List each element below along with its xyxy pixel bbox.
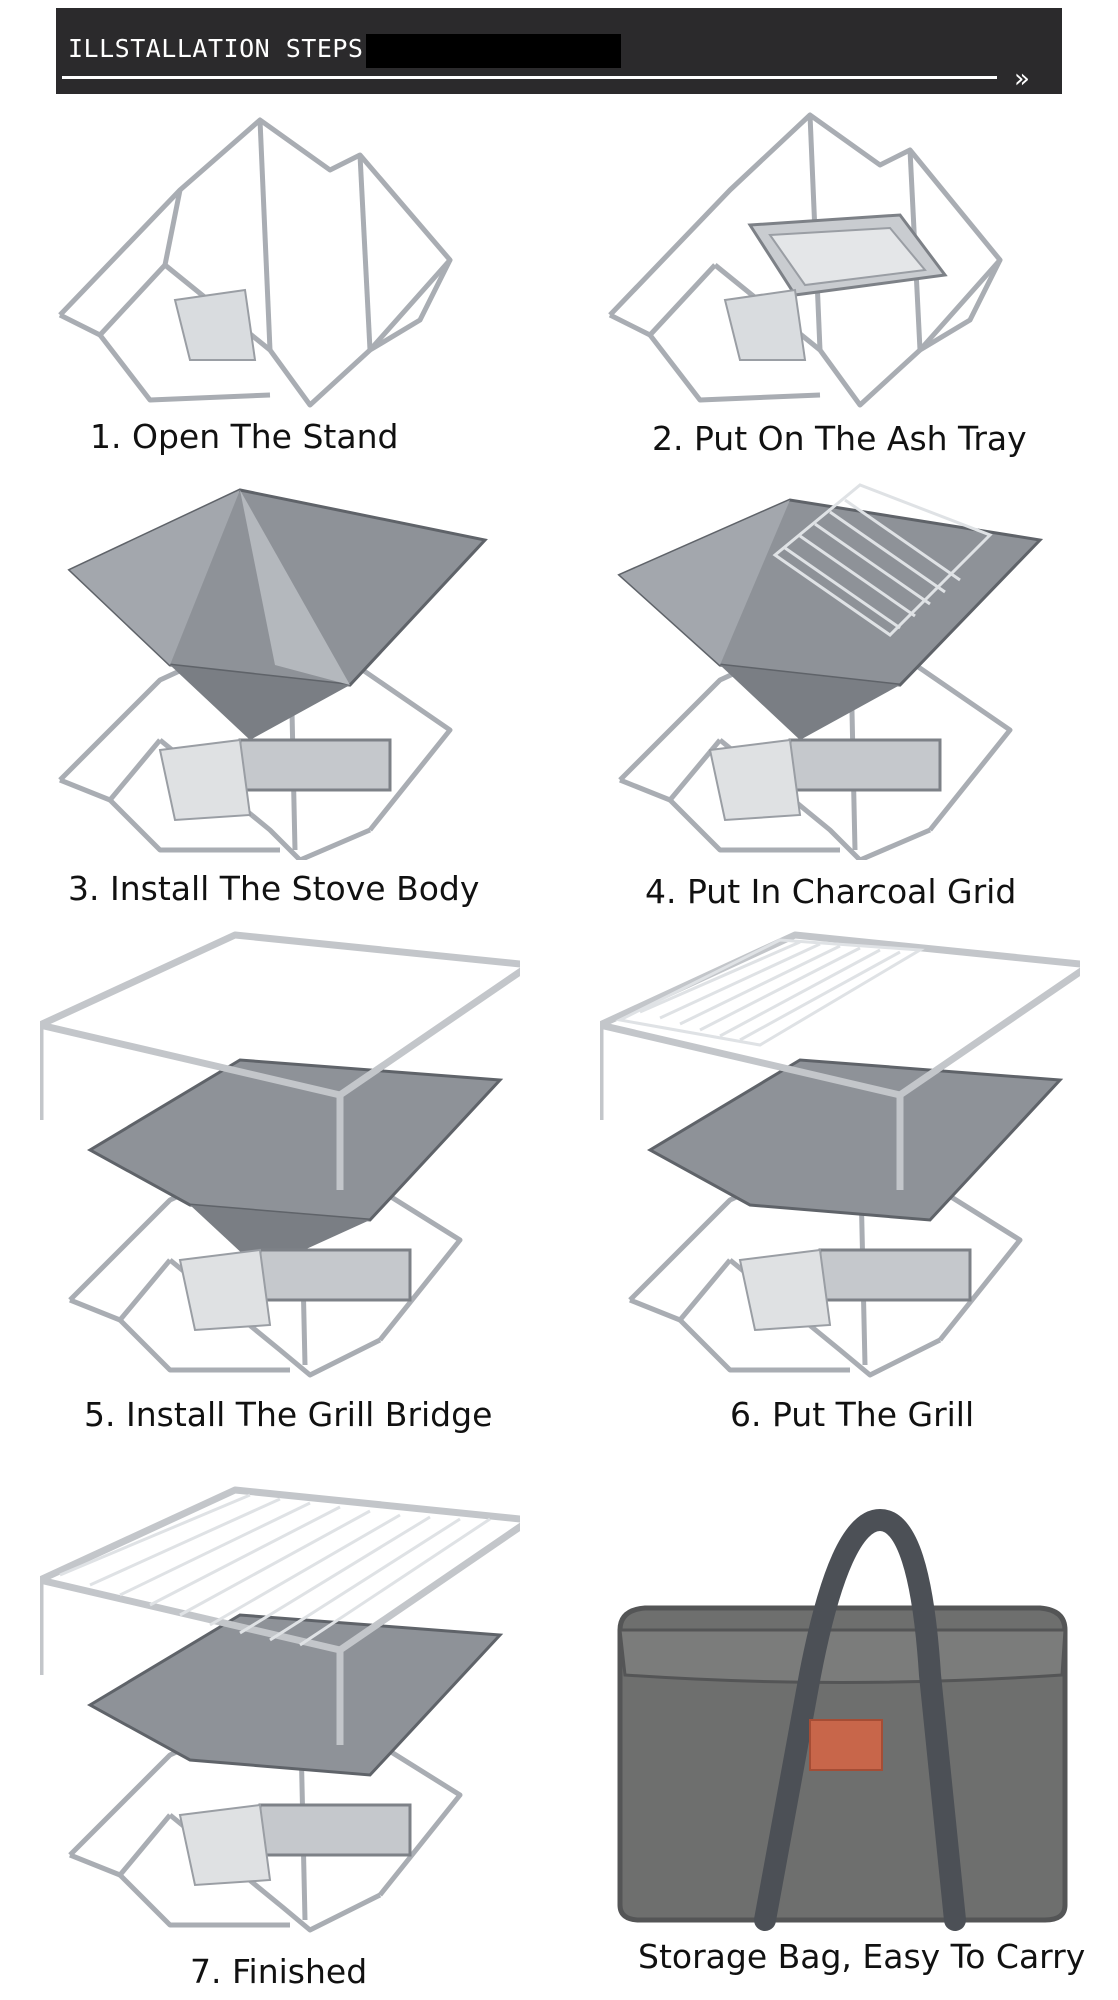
step-4: 4. Put In Charcoal Grid	[600, 480, 1080, 920]
grill-bridge-icon	[40, 931, 520, 1378]
step-7: 7. Finished	[40, 1475, 520, 1995]
step-caption: 5. Install The Grill Bridge	[84, 1395, 493, 1434]
finished-grill-icon	[40, 1486, 520, 1933]
step-caption: 2. Put On The Ash Tray	[652, 419, 1027, 458]
chevron-right-icon: »	[1014, 64, 1030, 94]
stand-frame-icon	[58, 117, 453, 408]
step-3: 3. Install The Stove Body	[40, 480, 520, 920]
bag-caption: Storage Bag, Easy To Carry	[638, 1937, 1086, 1976]
step-caption: 1. Open The Stand	[90, 417, 399, 456]
redacted-block	[366, 34, 621, 68]
storage-bag-icon	[617, 1509, 1068, 1931]
header-title: ILLSTALLATION STEPS	[68, 34, 364, 63]
ash-tray-icon	[608, 112, 1003, 408]
grill-icon	[600, 931, 1080, 1378]
step-6: 6. Put The Grill	[600, 920, 1080, 1440]
stove-body-icon	[58, 488, 488, 860]
step-caption: 4. Put In Charcoal Grid	[645, 872, 1017, 911]
step-caption: 6. Put The Grill	[730, 1395, 975, 1434]
step-caption: 7. Finished	[190, 1952, 368, 1991]
step-1: 1. Open The Stand	[40, 110, 520, 460]
step-5: 5. Install The Grill Bridge	[40, 920, 520, 1440]
step-caption: 3. Install The Stove Body	[68, 869, 480, 908]
step-2: 2. Put On The Ash Tray	[600, 110, 1080, 460]
storage-bag-panel: Storage Bag, Easy To Carry	[600, 1500, 1085, 1995]
header-rule	[62, 76, 997, 79]
header-banner: ILLSTALLATION STEPS »	[56, 8, 1062, 94]
charcoal-grid-icon	[617, 483, 1044, 860]
